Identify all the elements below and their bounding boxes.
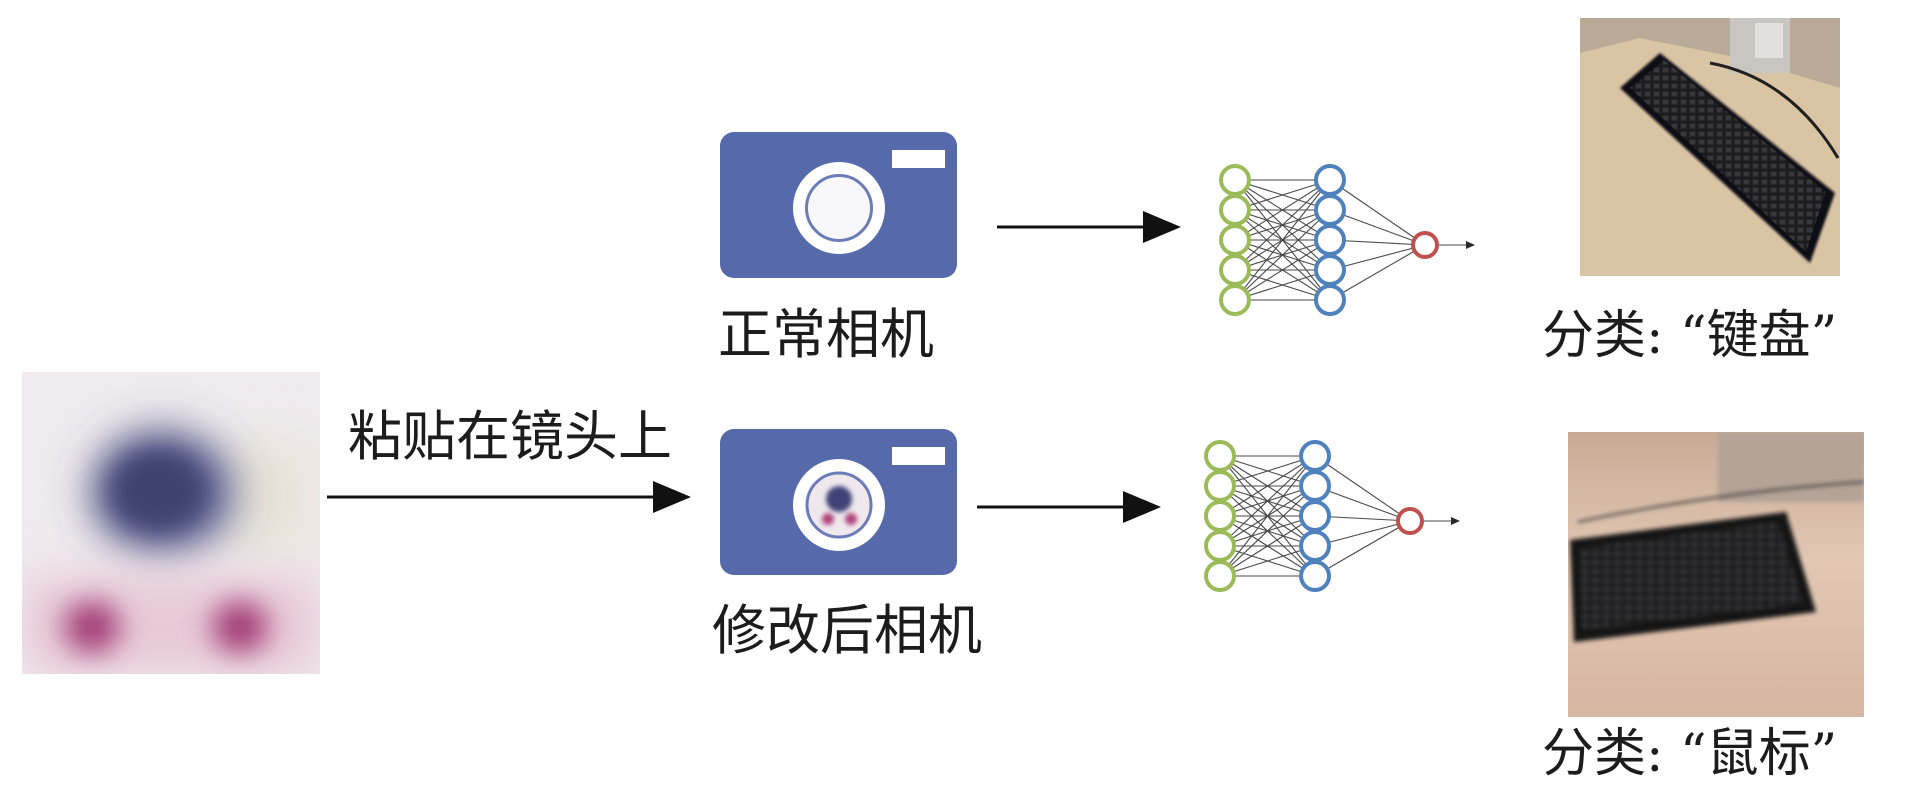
neural-network-icon: [1219, 164, 1475, 316]
neural-network-icon: [1204, 440, 1460, 592]
camera-flash: [892, 150, 945, 168]
bottom-arrow: [977, 491, 1161, 523]
camera-flash: [892, 447, 945, 465]
keyboard-photo-icon: [1568, 432, 1864, 717]
keyboard-photo-top: [1580, 18, 1840, 276]
classification-label-bottom: 分类: “鼠标”: [1542, 724, 1838, 784]
camera-lens: [793, 162, 885, 254]
normal-camera-label: 正常相机: [718, 303, 934, 366]
normal-camera-icon: [720, 132, 957, 278]
top-arrow: [997, 211, 1181, 243]
paste-on-lens-label: 粘贴在镜头上: [348, 405, 672, 468]
blurred-patch-icon: [22, 372, 320, 674]
classification-label-top: 分类: “键盘”: [1542, 306, 1838, 366]
keyboard-photo-bottom: [1568, 432, 1864, 717]
keyboard-photo-icon: [1580, 18, 1840, 276]
patched-lens-icon: [805, 471, 873, 539]
modified-camera-icon: [720, 429, 957, 575]
modified-camera-label: 修改后相机: [712, 599, 982, 662]
adversarial-patch-image: [22, 372, 320, 674]
camera-lens-with-patch: [793, 459, 885, 551]
paste-arrow: [327, 481, 691, 513]
